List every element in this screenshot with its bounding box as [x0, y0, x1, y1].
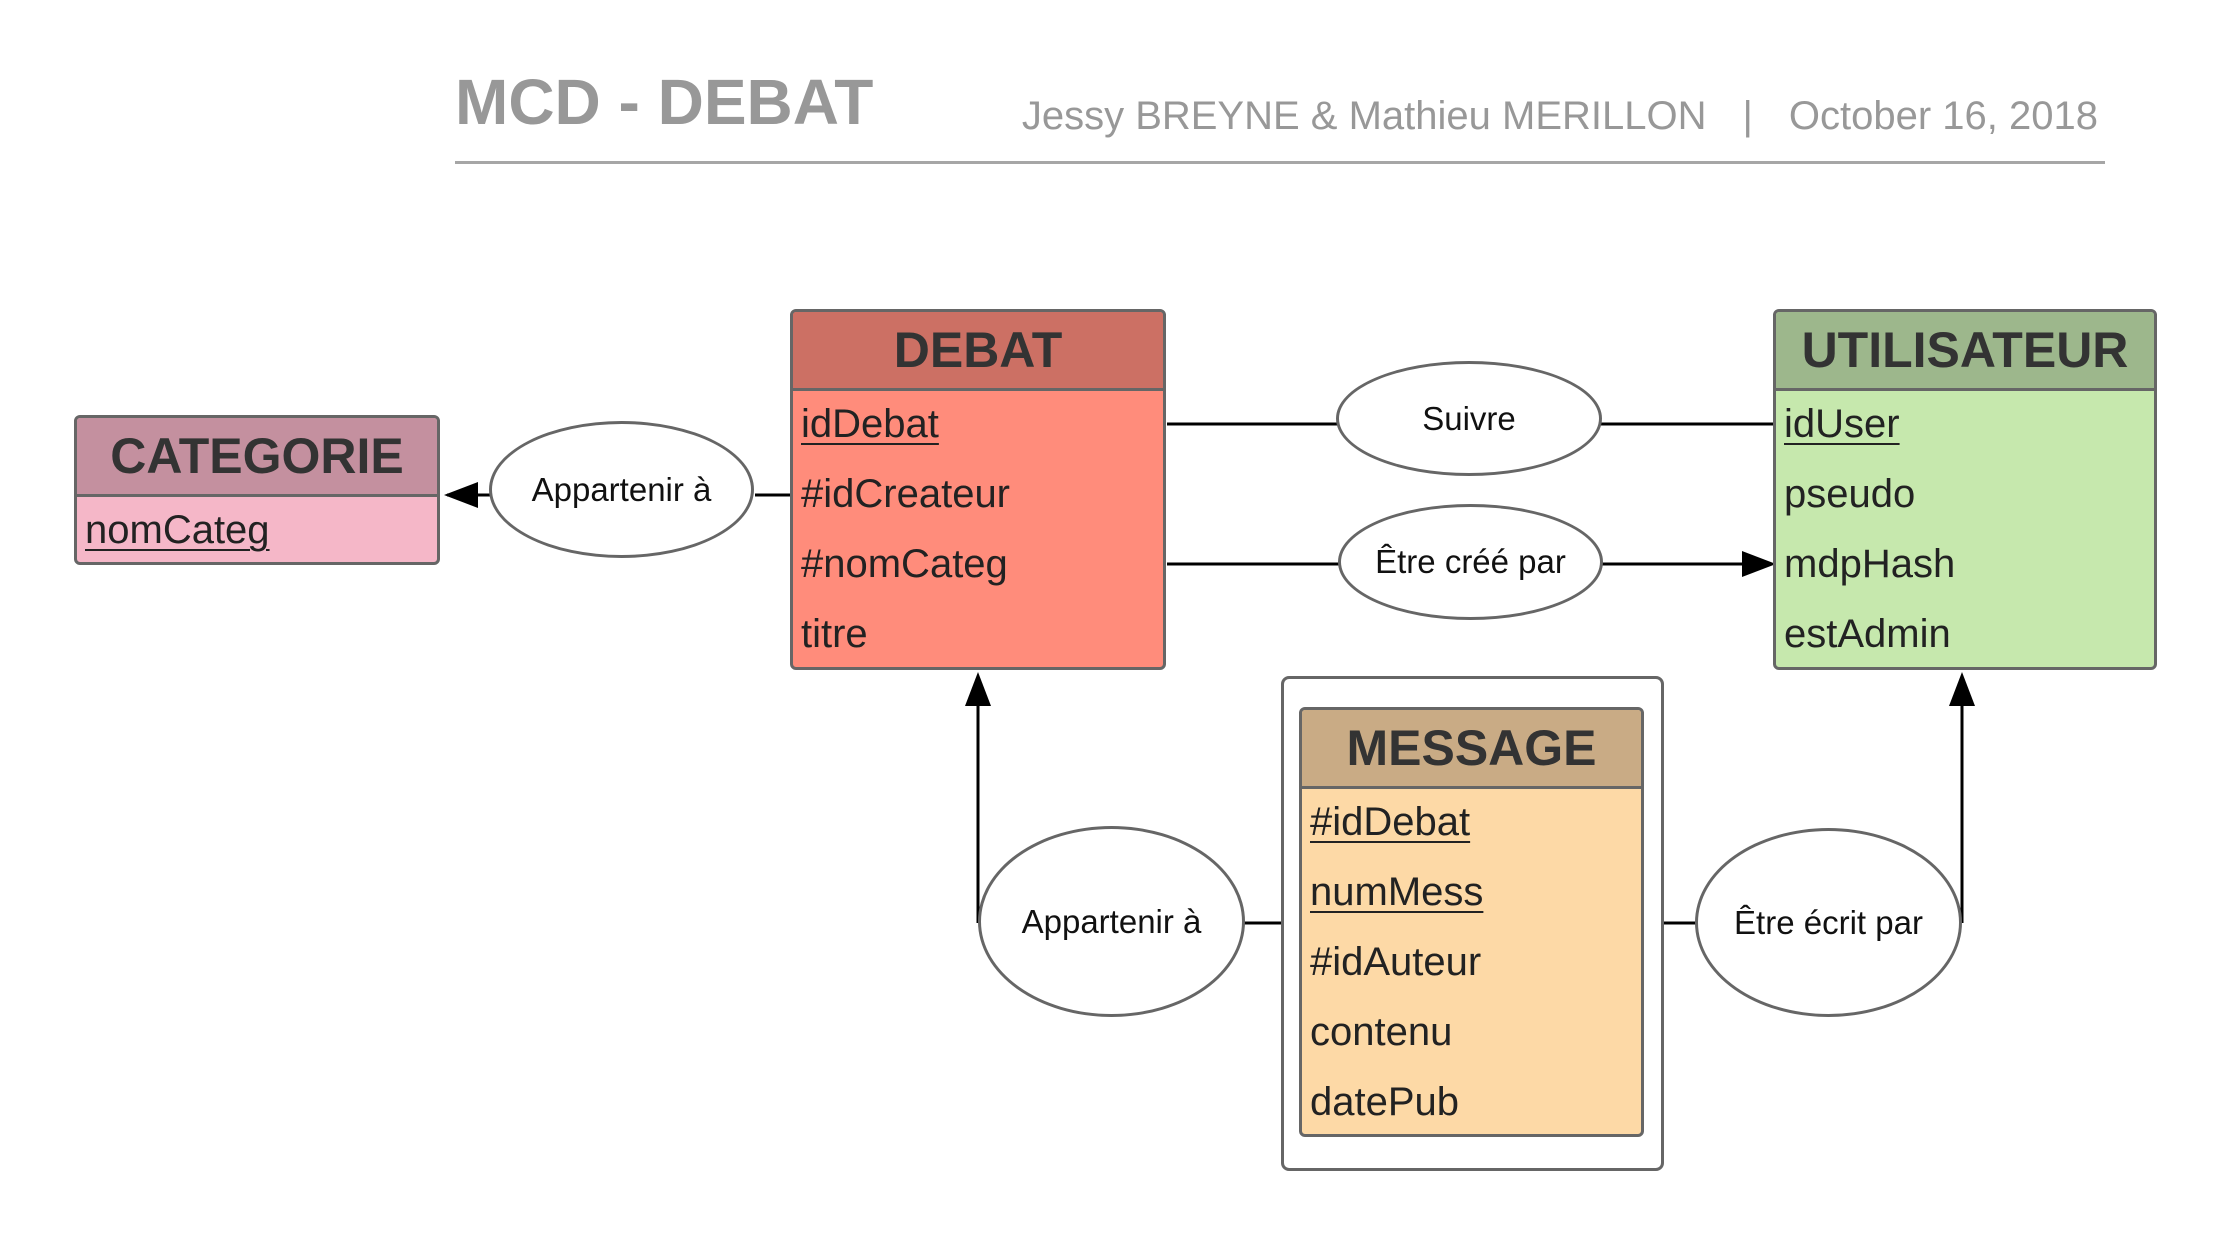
entity-debat[interactable]: DEBAT idDebat #idCreateur #nomCateg titr… [790, 309, 1166, 670]
entity-categorie[interactable]: CATEGORIE nomCateg [74, 415, 440, 565]
page-title: MCD - DEBAT [455, 66, 874, 138]
attribute-iduser-key: idUser [1784, 402, 1900, 446]
arrowhead-utilisateur-creepar [1742, 551, 1776, 577]
attribute-estadmin: estAdmin [1784, 612, 1951, 656]
entity-message-title: MESSAGE [1302, 710, 1641, 789]
entity-utilisateur-title: UTILISATEUR [1776, 312, 2154, 391]
attribute-datepub: datePub [1310, 1080, 1460, 1124]
arrowhead-categorie [444, 482, 478, 508]
header-divider [455, 161, 2105, 164]
header-separator: | [1742, 94, 1753, 138]
attribute-nomcateg: #nomCateg [801, 542, 1008, 586]
entity-debat-title: DEBAT [793, 312, 1163, 391]
association-appartenir-categorie[interactable]: Appartenir à [489, 421, 754, 558]
association-etre-ecrit-par[interactable]: Être écrit par [1695, 828, 1962, 1017]
association-etre-cree-par[interactable]: Être créé par [1338, 504, 1603, 620]
attribute-titre: titre [801, 612, 868, 656]
attribute-contenu: contenu [1310, 1010, 1453, 1054]
association-suivre[interactable]: Suivre [1336, 361, 1602, 476]
association-appartenir-debat[interactable]: Appartenir à [978, 826, 1245, 1017]
attribute-nomcateg-key: nomCateg [85, 508, 270, 552]
entity-message[interactable]: MESSAGE #idDebat numMess #idAuteur conte… [1299, 707, 1644, 1137]
attribute-mdphash: mdpHash [1784, 542, 1956, 586]
attribute-idcreateur: #idCreateur [801, 472, 1011, 516]
header-meta: Jessy BREYNE & Mathieu MERILLON | October … [1022, 96, 2098, 136]
authors-text: Jessy BREYNE & Mathieu MERILLON [1021, 94, 1707, 138]
attribute-pseudo: pseudo [1784, 472, 1916, 516]
attribute-iddebat-key: idDebat [801, 402, 939, 446]
entity-utilisateur[interactable]: UTILISATEUR idUser pseudo mdpHash estAdm… [1773, 309, 2157, 670]
arrowhead-utilisateur-ecritpar [1949, 672, 1975, 706]
arrowhead-debat [965, 672, 991, 706]
entity-categorie-title: CATEGORIE [77, 418, 437, 497]
date-text: October 16, 2018 [1788, 94, 2098, 138]
attribute-idauteur: #idAuteur [1310, 940, 1482, 984]
attribute-iddebat-key: #idDebat [1310, 800, 1471, 844]
attribute-nummess-key: numMess [1310, 870, 1484, 914]
